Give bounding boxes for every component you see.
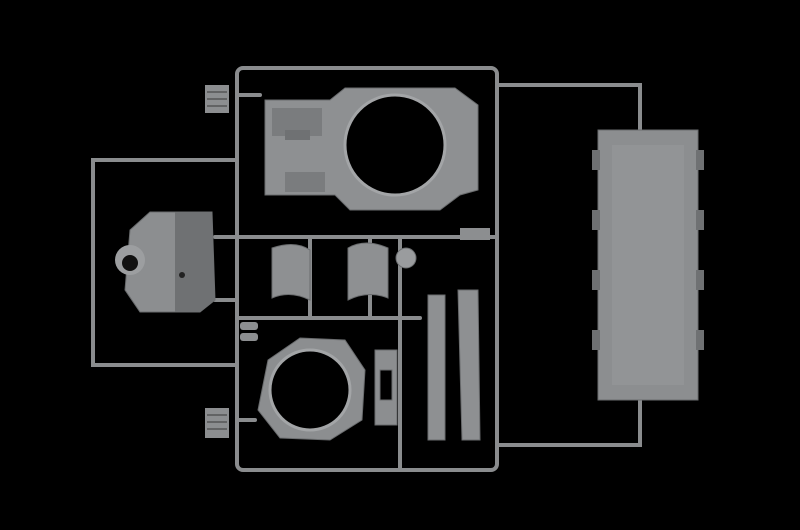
sprue-frame xyxy=(91,66,642,472)
gear-hub xyxy=(395,247,417,269)
curved-panels xyxy=(271,242,389,301)
hull-top-plate xyxy=(264,87,479,211)
hull-bottom xyxy=(592,129,704,401)
small-parts xyxy=(240,228,490,341)
side-strips xyxy=(427,289,481,441)
turret-ring xyxy=(257,337,366,441)
turret xyxy=(115,211,216,313)
small-grille-bottom xyxy=(205,408,229,438)
small-grille-top xyxy=(205,85,229,113)
hatch-part xyxy=(374,349,398,426)
